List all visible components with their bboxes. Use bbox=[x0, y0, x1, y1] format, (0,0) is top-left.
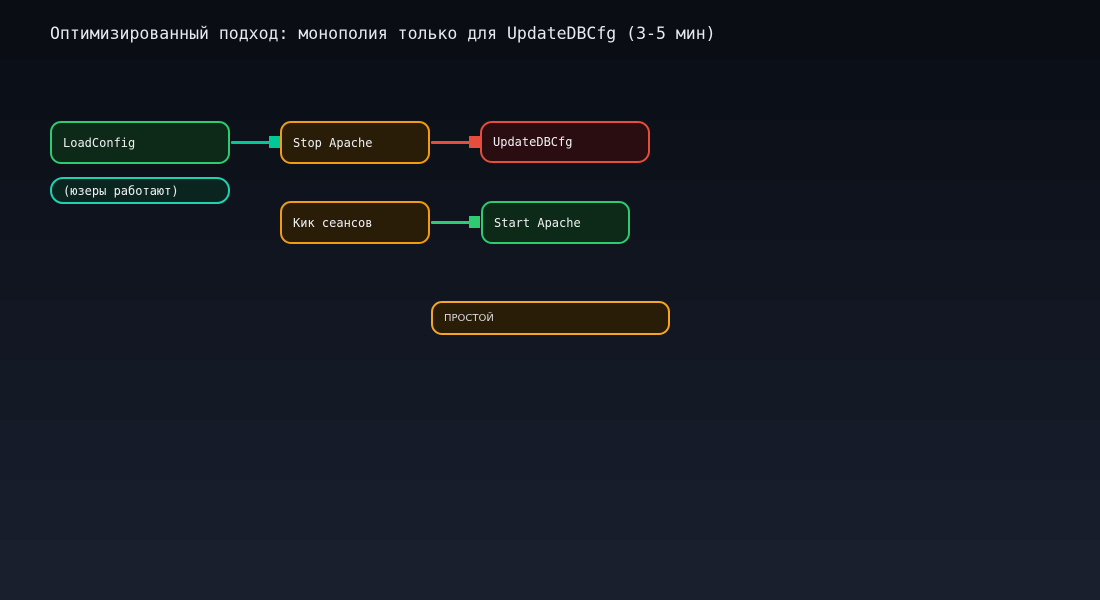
node-downtime: ПРОСТОЙ bbox=[431, 301, 670, 335]
node-load-config: LoadConfig bbox=[50, 121, 230, 164]
node-start-apache: Start Apache bbox=[481, 201, 630, 244]
node-downtime-label: ПРОСТОЙ bbox=[444, 312, 494, 324]
node-kick-sessions: Кик сеансов bbox=[280, 201, 430, 244]
arrow-head-icon bbox=[469, 216, 480, 228]
node-load-config-label: LoadConfig bbox=[63, 135, 136, 150]
edge-line bbox=[231, 141, 270, 144]
edge-line bbox=[431, 221, 470, 224]
node-update-dbcfg-label: UpdateDBCfg bbox=[493, 135, 573, 149]
arrow-head-icon bbox=[269, 136, 280, 148]
node-stop-apache: Stop Apache bbox=[280, 121, 430, 164]
node-update-dbcfg: UpdateDBCfg bbox=[480, 121, 650, 163]
node-start-apache-label: Start Apache bbox=[494, 215, 581, 230]
arrow-head-icon bbox=[469, 136, 480, 148]
node-users-working: (юзеры работают) bbox=[50, 177, 230, 204]
node-stop-apache-label: Stop Apache bbox=[293, 135, 373, 150]
node-users-working-label: (юзеры работают) bbox=[63, 183, 179, 198]
edge-line bbox=[431, 141, 470, 144]
node-kick-sessions-label: Кик сеансов bbox=[293, 215, 373, 230]
diagram-title: Оптимизированный подход: монополия тольк… bbox=[50, 24, 716, 43]
